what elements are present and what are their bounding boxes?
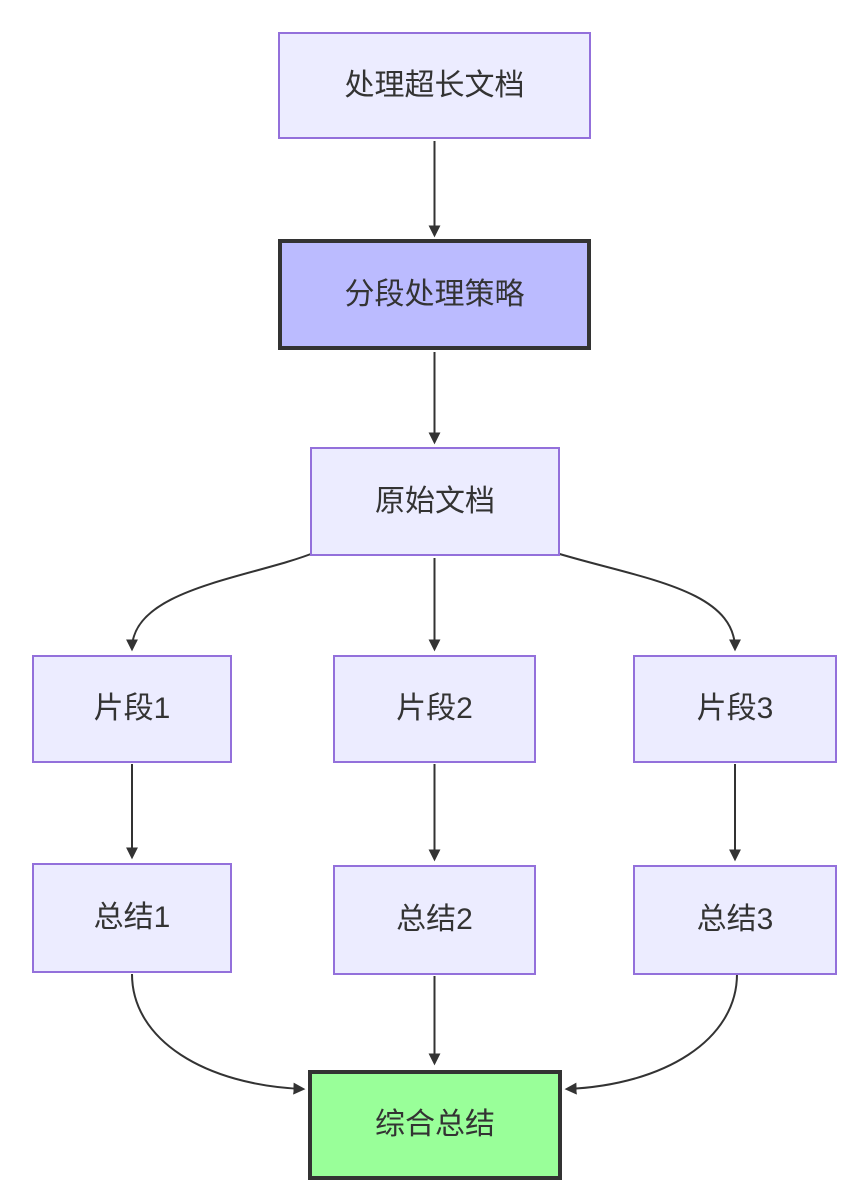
node-label: 片段3: [696, 692, 774, 725]
edge-c-f1: [126, 551, 317, 652]
node-fragment-3: 片段3: [633, 655, 837, 763]
node-label: 分段处理策略: [344, 277, 525, 311]
node-summary-1: 总结1: [32, 863, 232, 973]
node-fragment-1: 片段1: [32, 655, 232, 763]
node-label: 综合总结: [375, 1108, 495, 1141]
node-summary-3: 总结3: [633, 865, 837, 975]
node-label: 处理超长文档: [344, 68, 525, 102]
node-label: 原始文档: [375, 484, 495, 518]
node-label: 总结1: [93, 901, 171, 934]
node-segmentation-strategy: 分段处理策略: [278, 239, 591, 350]
node-fragment-2: 片段2: [333, 655, 536, 763]
edge-c-f3: [552, 551, 741, 652]
edge-s3-g: [564, 973, 738, 1095]
node-combined-summary: 综合总结: [308, 1070, 562, 1180]
node-label: 片段1: [93, 692, 171, 725]
node-original-document: 原始文档: [310, 447, 560, 556]
edge-s1-g: [131, 973, 306, 1095]
node-handle-long-document: 处理超长文档: [278, 32, 591, 139]
node-label: 总结2: [396, 903, 473, 936]
node-label: 片段2: [396, 692, 473, 725]
node-summary-2: 总结2: [333, 865, 536, 975]
node-label: 总结3: [696, 903, 774, 936]
